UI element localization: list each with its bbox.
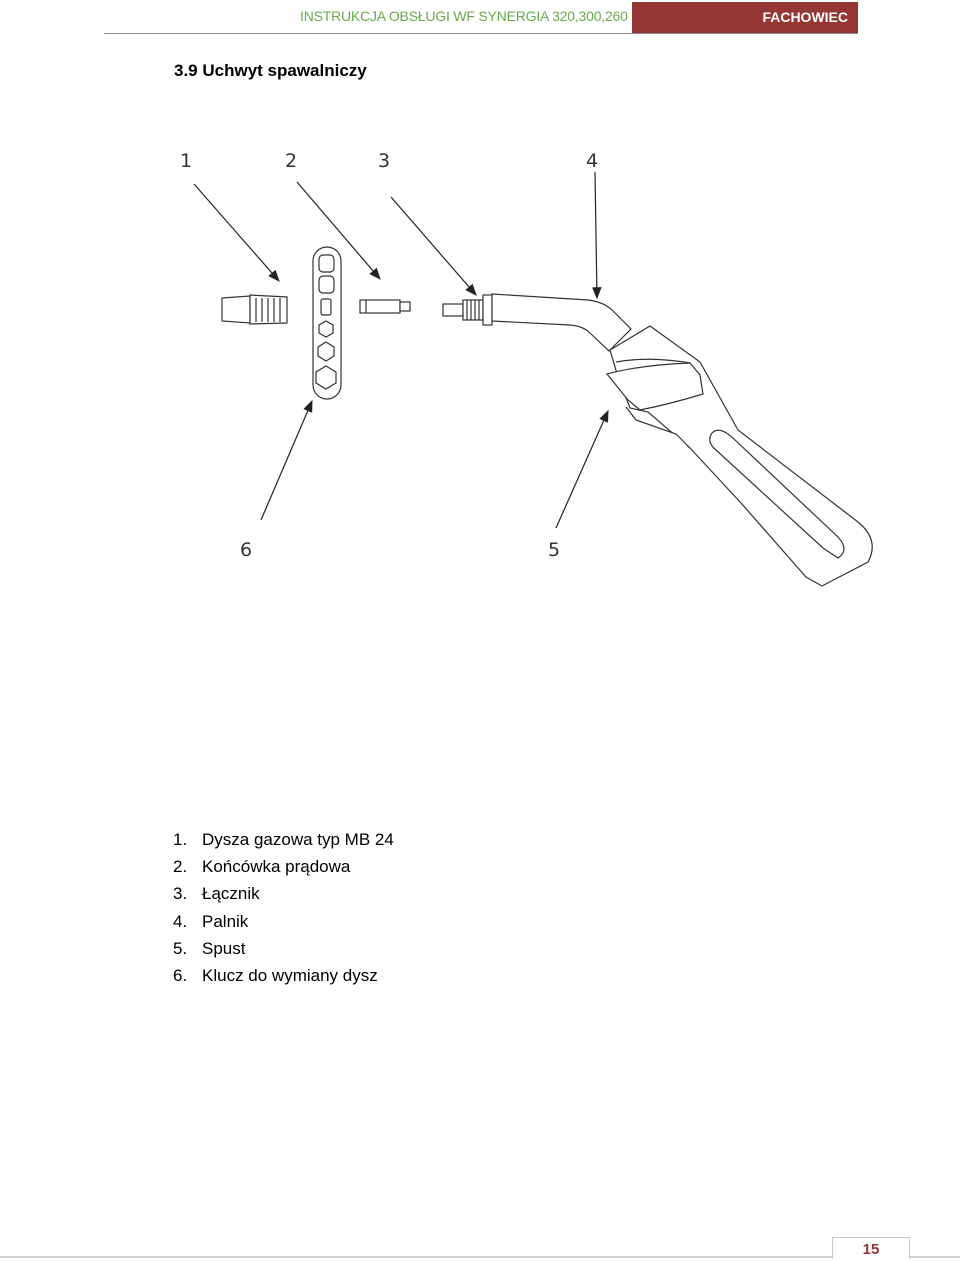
list-item-number: 5.	[173, 938, 188, 958]
gas-nozzle	[221, 294, 288, 325]
contact-tip	[359, 299, 411, 314]
callout-6: 6	[240, 539, 252, 561]
list-item: 5. Spust	[173, 935, 394, 962]
callout-3: 3	[378, 150, 390, 172]
leader-arrow-3	[390, 196, 477, 296]
leader-arrow-1	[193, 183, 280, 282]
list-item: 1. Dysza gazowa typ MB 24	[173, 826, 394, 853]
list-item-number: 1.	[173, 830, 188, 849]
torch-body	[491, 293, 873, 587]
leader-arrow-2	[296, 181, 381, 280]
list-item-label: Klucz do wymiany dysz	[202, 966, 378, 986]
list-item-number: 6.	[173, 966, 188, 986]
list-item-number: 3.	[173, 884, 188, 904]
page-number: 15	[832, 1237, 910, 1259]
list-item-label: Spust	[202, 938, 246, 958]
brand-badge: FACHOWIEC	[632, 2, 858, 33]
callout-5: 5	[548, 539, 560, 561]
list-item: 3. Łącznik	[173, 880, 394, 907]
leader-arrow-5	[555, 409, 609, 529]
callout-4: 4	[586, 150, 598, 172]
callout-2: 2	[285, 150, 297, 172]
list-item-label: Łącznik	[202, 884, 260, 904]
welding-torch-diagram: 1 2 3 4 5 6	[0, 130, 960, 600]
footer-rule	[0, 1256, 960, 1258]
list-item-label: Dysza gazowa typ MB 24	[202, 830, 394, 849]
list-item-label: Końcówka prądowa	[202, 857, 351, 877]
list-item-label: Palnik	[202, 911, 249, 931]
list-item: 2. Końcówka prądowa	[173, 853, 394, 880]
nozzle-wrench	[312, 246, 342, 400]
callout-1: 1	[180, 150, 192, 172]
header-rule	[104, 33, 858, 34]
leader-arrow-4	[592, 171, 602, 300]
parts-list: 1. Dysza gazowa typ MB 24 2. Końcówka prąd…	[173, 826, 394, 989]
leader-arrow-6	[260, 399, 313, 521]
list-item-number: 4.	[173, 911, 188, 931]
document-title: INSTRUKCJA OBSŁUGI WF SYNERGIA 320,300,2…	[300, 8, 628, 24]
connector	[442, 294, 493, 326]
list-item: 6. Klucz do wymiany dysz	[173, 962, 394, 989]
section-heading: 3.9 Uchwyt spawalniczy	[174, 61, 367, 80]
welding-torch-drawing: 1 2 3 4 5 6	[180, 150, 873, 587]
list-item: 4. Palnik	[173, 908, 394, 935]
list-item-number: 2.	[173, 857, 188, 877]
